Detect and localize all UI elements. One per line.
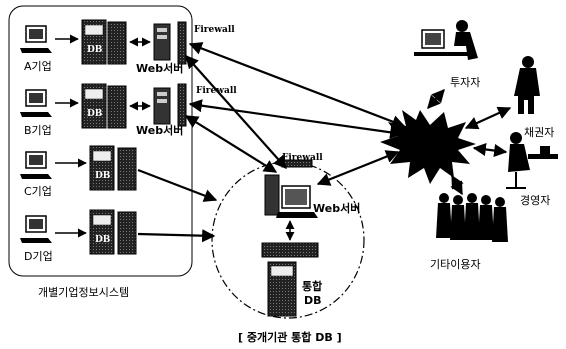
central-web-server-icon [265, 175, 318, 218]
server-label: Web서버 [136, 61, 183, 75]
central-db-label-2: DB [304, 294, 322, 307]
pc-icon [20, 26, 52, 53]
other-users-group [436, 193, 508, 242]
group-label: 개별기업정보시스템 [38, 286, 129, 299]
firewall-icon [178, 22, 186, 64]
company-label: C기업 [24, 185, 52, 198]
pc-icon [20, 90, 52, 117]
creditor-label: 채권자 [524, 126, 554, 139]
company-label: A기업 [24, 60, 52, 73]
db-server-icon: DB [82, 20, 126, 64]
creditor-figure [514, 56, 540, 114]
company-c: C기업 DB [20, 146, 136, 198]
central-caption: [ 중개기관 통합 DB ] [238, 330, 342, 344]
other-users-label: 기타이용자 [430, 258, 481, 271]
db-server-icon: DB [82, 84, 126, 128]
company-label: B기업 [24, 124, 52, 137]
central-db-label-1: 통합 [302, 279, 322, 293]
company-label: D기업 [24, 250, 53, 263]
web-server-icon [154, 24, 170, 60]
svg-text:DB: DB [95, 171, 111, 181]
investor-label: 투자자 [450, 76, 480, 89]
db-server-icon: DB [90, 210, 136, 254]
manager-figure [506, 132, 558, 188]
pc-icon [20, 152, 52, 179]
manager-label: 경영자 [520, 194, 550, 207]
svg-text:DB: DB [87, 109, 103, 119]
firewall-icon [178, 84, 186, 126]
company-b: B기업 DB Web서버 Firewall [20, 84, 237, 137]
web-server-icon [154, 88, 170, 124]
investor-figure [414, 20, 478, 60]
company-a: A기업 DB Web서버 Firewall [20, 20, 235, 75]
internet-burst [380, 110, 476, 184]
firewall-label: Firewall [194, 25, 235, 35]
svg-text:DB: DB [87, 45, 103, 55]
server-label: Web서버 [136, 123, 183, 137]
central-firewall-label: Firewall [282, 153, 323, 163]
pc-icon [20, 216, 52, 243]
central-server-label: Web서버 [313, 201, 360, 215]
svg-text:DB: DB [95, 235, 111, 245]
company-d: D기업 DB [20, 210, 136, 263]
db-server-icon: DB [90, 146, 136, 190]
